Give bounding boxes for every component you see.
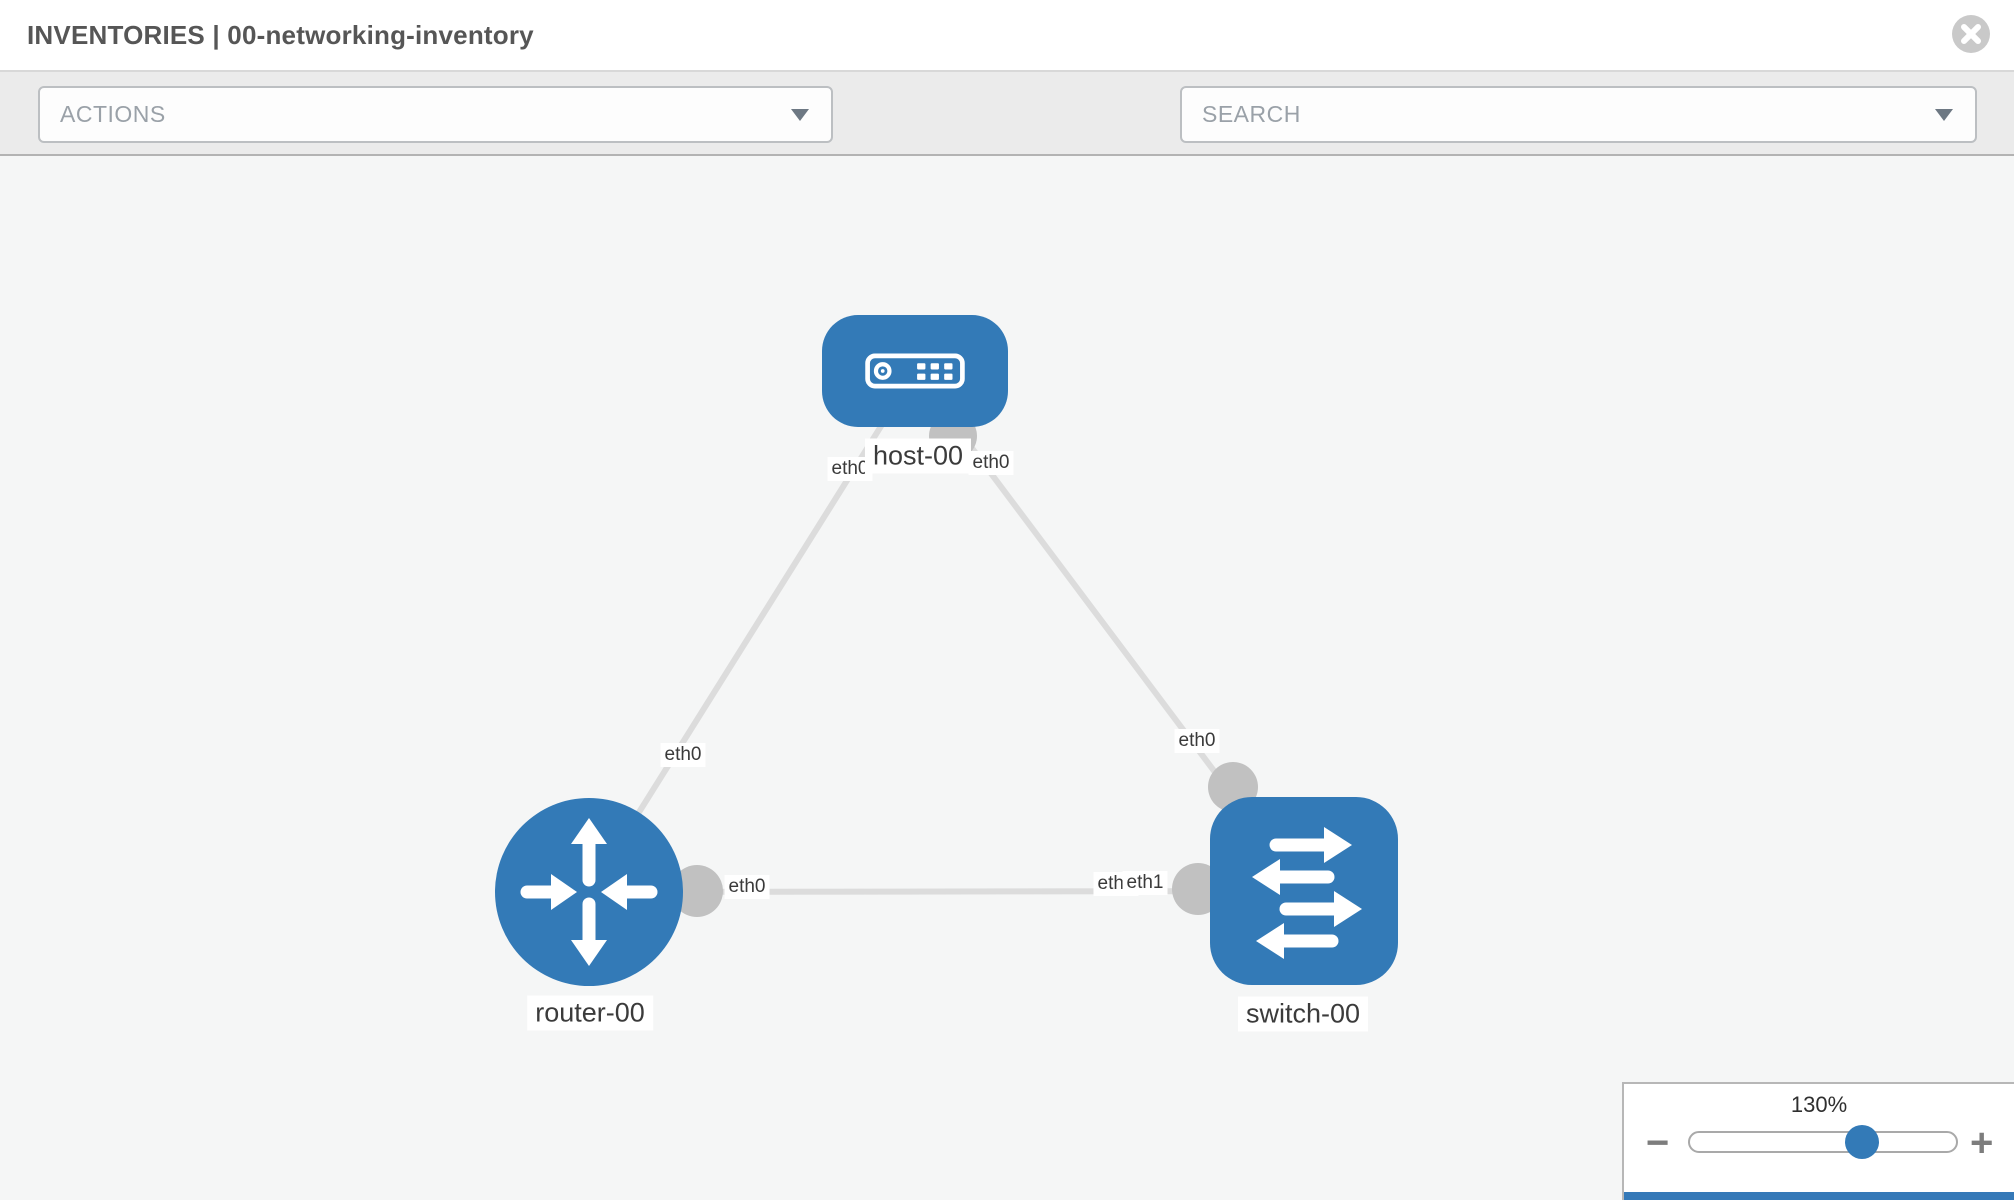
zoom-slider-handle[interactable] bbox=[1845, 1125, 1879, 1159]
zoom-slider-track[interactable] bbox=[1688, 1131, 1958, 1153]
iface-label-host-to-switch: eth0 bbox=[968, 451, 1014, 475]
iface-label-switch-to-router: eth1 bbox=[1122, 871, 1168, 895]
close-icon[interactable] bbox=[1951, 14, 1991, 54]
iface-label-router-to-switch: eth0 bbox=[724, 875, 770, 899]
zoom-level-value: 130% bbox=[1790, 1092, 1848, 1117]
page-title: INVENTORIES | 00-networking-inventory bbox=[27, 20, 534, 50]
iface-label-switch-to-host: eth0 bbox=[1174, 729, 1220, 753]
node-switch-00[interactable] bbox=[1210, 797, 1398, 985]
panel-header: INVENTORIES | 00-networking-inventory bbox=[0, 0, 2014, 72]
iface-label-router-to-host: eth0 bbox=[660, 743, 706, 767]
zoom-out-button[interactable]: − bbox=[1646, 1121, 1670, 1165]
chevron-down-icon bbox=[791, 108, 809, 121]
node-router-00[interactable] bbox=[495, 798, 683, 986]
zoom-in-button[interactable]: + bbox=[1970, 1121, 1994, 1165]
panel-bottom-strip bbox=[1624, 1192, 2014, 1200]
search-dropdown-label: SEARCH bbox=[1202, 101, 1301, 127]
search-dropdown[interactable]: SEARCH bbox=[1180, 86, 1977, 143]
topology-canvas[interactable]: host-00 router-00 switch-00 eth0 eth0 et… bbox=[0, 156, 2014, 1200]
toolbar: ACTIONS SEARCH bbox=[0, 72, 2014, 209]
switch-icon bbox=[1252, 827, 1362, 959]
node-label-switch-00: switch-00 bbox=[1237, 996, 1369, 1032]
link-endpoint bbox=[671, 865, 723, 917]
router-icon bbox=[520, 818, 658, 966]
zoom-panel: 130% − + bbox=[1622, 1082, 2014, 1200]
actions-dropdown-label: ACTIONS bbox=[60, 101, 166, 127]
node-label-router-00: router-00 bbox=[527, 995, 653, 1031]
node-label-host-00: host-00 bbox=[864, 438, 972, 474]
server-icon bbox=[865, 353, 965, 389]
node-host-00[interactable] bbox=[822, 315, 1008, 427]
chevron-down-icon bbox=[1935, 108, 1953, 121]
actions-dropdown[interactable]: ACTIONS bbox=[38, 86, 833, 143]
topology-links bbox=[586, 370, 1307, 917]
